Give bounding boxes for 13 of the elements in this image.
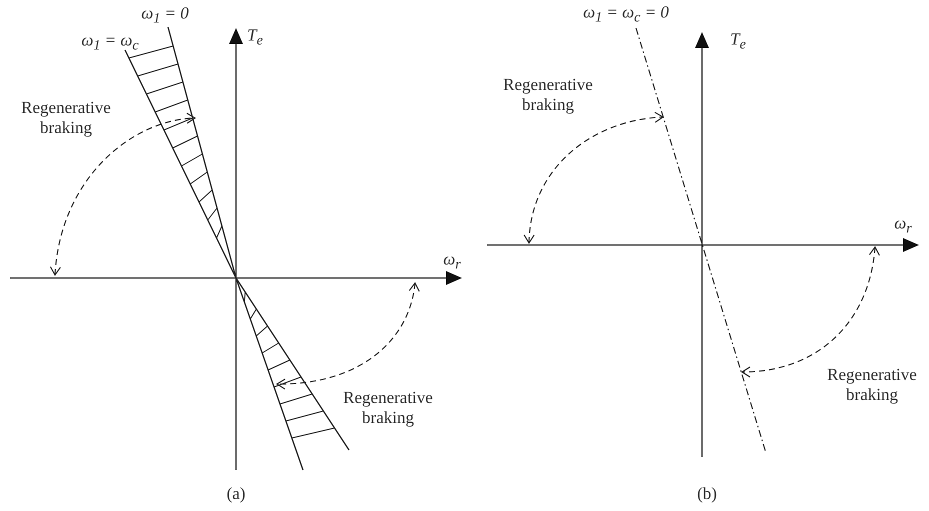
line-label: ω$_{1}$ = ω$_{c}$ = 0 <box>583 2 669 28</box>
region-label: Regenerative braking <box>502 75 594 115</box>
axis-label: T$_{e}$ <box>247 25 263 51</box>
region-label: Regenerative braking <box>826 365 918 405</box>
panel-label: (b) <box>697 484 717 504</box>
panel-label: (a) <box>226 484 246 504</box>
region-label: Regenerative braking <box>20 98 112 138</box>
axis-label: ω$_{r}$ <box>894 213 912 239</box>
region-label: Regenerative braking <box>342 388 434 428</box>
line-label: ω$_{1}$ = 0 <box>141 3 189 29</box>
axis-label: T$_{e}$ <box>730 29 746 55</box>
axis-label: ω$_{r}$ <box>443 249 461 275</box>
line-label: ω$_{1}$ = ω$_{c}$ <box>81 30 139 56</box>
